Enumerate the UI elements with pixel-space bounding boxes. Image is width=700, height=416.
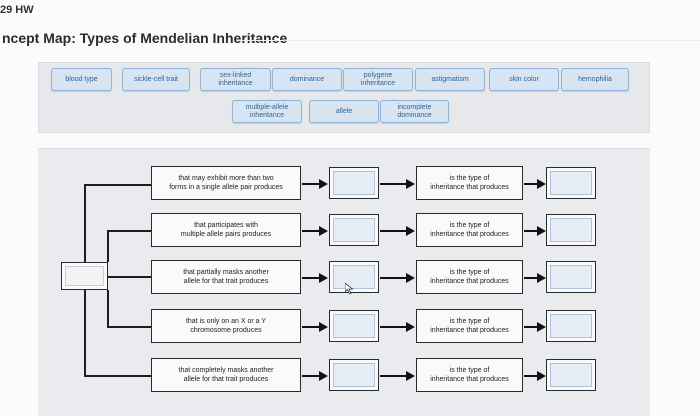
chip-dominance[interactable]: dominance [272, 68, 342, 91]
drop-slot-3a[interactable] [329, 261, 379, 293]
connector-stub-4 [107, 290, 109, 327]
drop-slot-5b-inner [550, 363, 592, 387]
type-box-2: is the type of inheritance that produces [416, 213, 523, 247]
chip-skin-color[interactable]: skin color [489, 68, 559, 91]
type-box-5: is the type of inheritance that produces [416, 358, 523, 392]
title-divider [240, 40, 700, 41]
top-label: 29 HW [0, 4, 34, 16]
drop-slot-4a-inner [333, 314, 375, 338]
drop-slot-4b-inner [550, 314, 592, 338]
drop-slot-5a[interactable] [329, 359, 379, 391]
chip-multiple-allele-inheritance[interactable]: multiple-allele inheritance [232, 100, 302, 123]
arrow-right-icon [302, 226, 328, 236]
chip-allele[interactable]: allele [309, 100, 379, 123]
drop-slot-3b-inner [550, 265, 592, 289]
condition-box-4: that is only on an X or a Y chromosome p… [151, 309, 301, 343]
chip-sex-linked-inheritance[interactable]: sex-linked inheritance [200, 68, 271, 91]
drop-slot-5a-inner [333, 363, 375, 387]
drop-slot-3b[interactable] [546, 261, 596, 293]
drop-slot-1a[interactable] [329, 167, 379, 199]
start-drop-slot-inner [65, 266, 104, 286]
arrow-right-icon [524, 322, 546, 332]
arrow-right-icon [302, 322, 328, 332]
connector-stub-2 [107, 230, 109, 262]
arrow-right-icon [524, 273, 546, 283]
type-box-1: is the type of inheritance that produces [416, 166, 523, 200]
type-box-3: is the type of inheritance that produces [416, 260, 523, 294]
chip-sickle-cell-trait[interactable]: sickle-cell trait [122, 68, 190, 91]
arrow-right-icon [302, 179, 328, 189]
chip-hemophilia[interactable]: hemophilia [561, 68, 629, 91]
drop-slot-5b[interactable] [546, 359, 596, 391]
type-box-4: is the type of inheritance that produces [416, 309, 523, 343]
chip-polygene-inheritance[interactable]: polygene inheritance [343, 68, 413, 91]
cursor-icon [345, 283, 354, 294]
connector-2 [107, 230, 151, 232]
arrow-right-icon [524, 179, 546, 189]
chip-blood-type[interactable]: blood type [51, 68, 112, 91]
chip-incomplete-dominance[interactable]: incomplete dominance [380, 100, 449, 123]
condition-box-3: that partially masks another allele for … [151, 260, 301, 294]
arrow-right-icon [380, 371, 415, 381]
arrow-right-icon [302, 371, 328, 381]
arrow-right-icon [380, 273, 415, 283]
drop-slot-2a[interactable] [329, 214, 379, 246]
arrow-right-icon [380, 322, 415, 332]
arrow-right-icon [302, 273, 328, 283]
drop-slot-2b-inner [550, 218, 592, 242]
condition-box-1: that may exhibit more than two forms in … [151, 166, 301, 200]
drop-slot-1a-inner [333, 171, 375, 195]
start-drop-slot[interactable] [61, 262, 108, 290]
arrow-right-icon [524, 226, 546, 236]
arrow-right-icon [524, 371, 546, 381]
drop-slot-4b[interactable] [546, 310, 596, 342]
drop-slot-1b[interactable] [546, 167, 596, 199]
arrow-right-icon [380, 226, 415, 236]
connector-1 [84, 184, 151, 186]
connector-4 [107, 326, 151, 328]
page-title: ncept Map: Types of Mendelian Inheritanc… [2, 30, 288, 46]
arrow-right-icon [380, 179, 415, 189]
chip-astigmatism[interactable]: astigmatism [415, 68, 485, 91]
drop-slot-3a-inner [333, 265, 375, 289]
drop-slot-4a[interactable] [329, 310, 379, 342]
drop-slot-1b-inner [550, 171, 592, 195]
condition-box-5: that completely masks another allele for… [151, 358, 301, 392]
connector-5 [84, 375, 151, 377]
drop-slot-2a-inner [333, 218, 375, 242]
condition-box-2: that participates with multiple allele p… [151, 213, 301, 247]
connector-3 [107, 276, 151, 278]
drop-slot-2b[interactable] [546, 214, 596, 246]
